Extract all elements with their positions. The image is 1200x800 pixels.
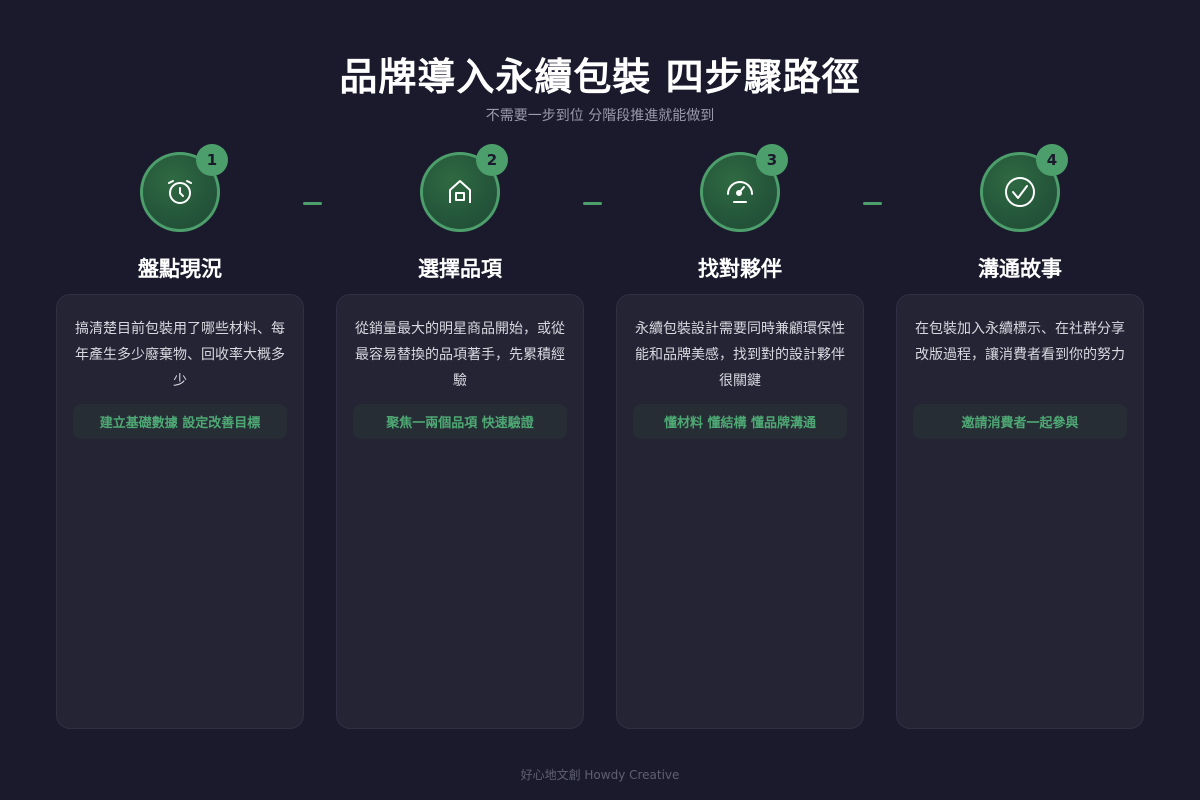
step-tag: 懂材料 懂結構 懂品牌溝通 [633,404,847,439]
step-number-badge: 4 [1036,144,1068,176]
step-description: 搞清楚目前包裝用了哪些材料、每年產生多少廢棄物、回收率大概多少 [75,321,285,389]
step-title: 選擇品項 [418,257,502,281]
step-1-card: 搞清楚目前包裝用了哪些材料、每年產生多少廢棄物、回收率大概多少 建立基礎數據 設… [56,294,304,729]
step-connector [583,202,602,205]
gauge-icon [725,177,755,207]
step-4-card: 在包裝加入永續標示、在社群分享改版過程，讓消費者看到你的努力 邀請消費者一起參與 [896,294,1144,729]
page-title: 品牌導入永續包裝 四步驟路徑 [339,55,861,99]
footer-credit: 好心地文創 Howdy Creative [520,768,680,782]
step-title: 溝通故事 [978,257,1062,281]
step-description: 在包裝加入永續標示、在社群分享改版過程，讓消費者看到你的努力 [915,321,1125,363]
step-number-badge: 1 [196,144,228,176]
step-connector [303,202,322,205]
step-number-badge: 3 [756,144,788,176]
step-2-icon-circle: 2 [420,144,508,232]
check-circle-icon [1004,176,1036,208]
step-title: 找對夥伴 [698,257,782,281]
step-tag: 聚焦一兩個品項 快速驗證 [353,404,567,439]
step-tag: 邀請消費者一起參與 [913,404,1127,439]
step-1-icon-circle: 1 [140,144,228,232]
step-2-card: 從銷量最大的明星商品開始，或從最容易替換的品項著手，先累積經驗 聚焦一兩個品項 … [336,294,584,729]
step-4-icon-circle: 4 [980,144,1068,232]
step-description: 從銷量最大的明星商品開始，或從最容易替換的品項著手，先累積經驗 [355,321,565,389]
step-connector [863,202,882,205]
alarm-clock-icon [165,177,195,207]
page-subtitle: 不需要一步到位 分階段推進就能做到 [485,108,715,124]
step-3-icon-circle: 3 [700,144,788,232]
step-description: 永續包裝設計需要同時兼顧環保性能和品牌美感，找到對的設計夥伴很關鍵 [635,321,845,389]
step-title: 盤點現況 [138,257,222,281]
home-icon [445,177,475,207]
step-tag: 建立基礎數據 設定改善目標 [73,404,287,439]
step-3-card: 永續包裝設計需要同時兼顧環保性能和品牌美感，找到對的設計夥伴很關鍵 懂材料 懂結… [616,294,864,729]
step-number-badge: 2 [476,144,508,176]
